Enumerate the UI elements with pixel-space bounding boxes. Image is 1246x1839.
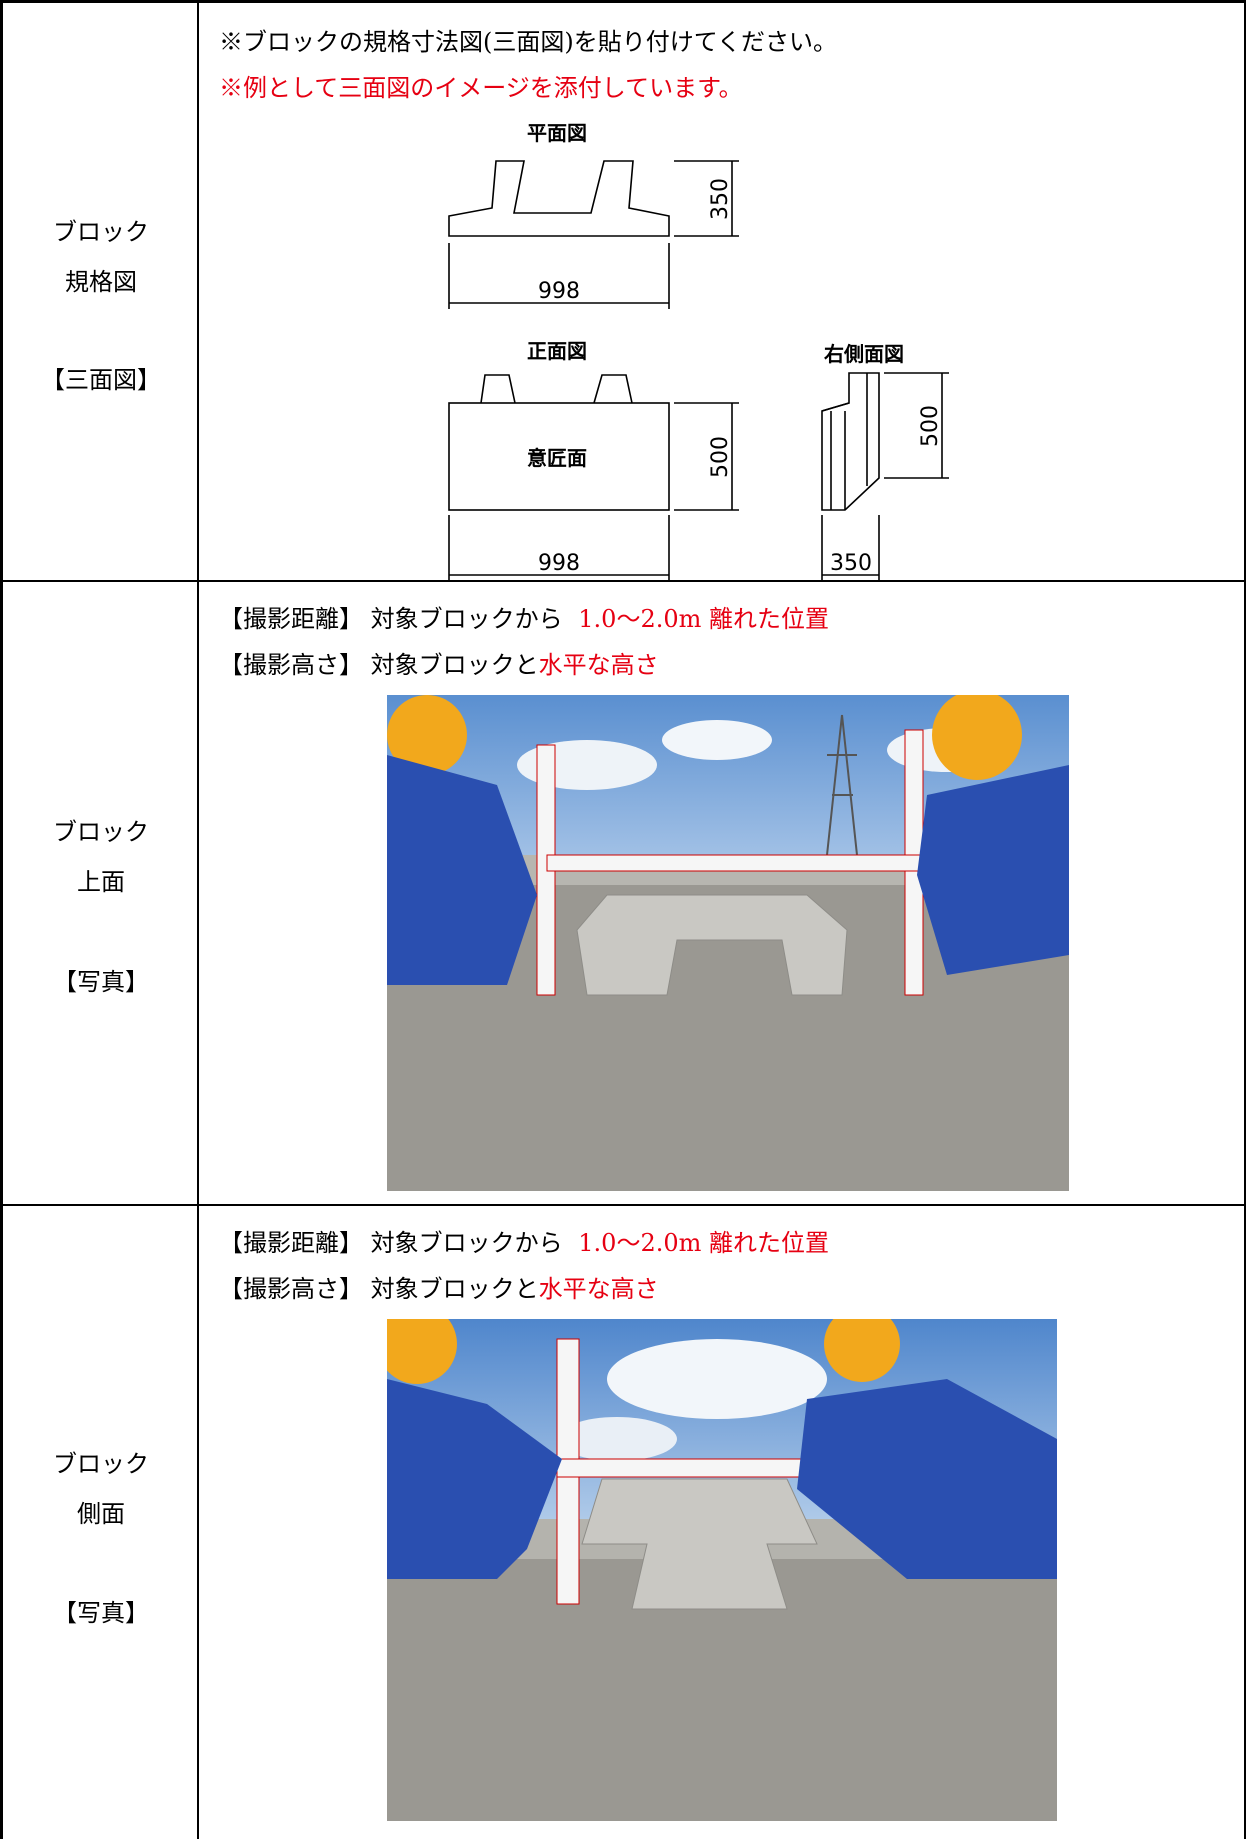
spec-note: ※例として三面図のイメージを添付しています。 xyxy=(219,74,743,102)
side-distance-text: 対象ブロックから xyxy=(370,1229,563,1257)
side-height-line: 【撮影高さ】 対象ブロックと水平な高さ xyxy=(219,1274,659,1304)
top-distance-text: 対象ブロックから xyxy=(370,605,563,633)
top-label-cell: ブロック 上面 【写真】 xyxy=(3,582,199,1204)
side-distance-line: 【撮影距離】 対象ブロックから 1.0〜2.0m 離れた位置 xyxy=(219,1228,829,1258)
top-label-line3: 【写真】 xyxy=(53,968,149,996)
side-height-key: 【撮影高さ】 xyxy=(219,1275,363,1303)
top-distance-key: 【撮影距離】 xyxy=(219,605,363,633)
side-view-photo xyxy=(387,1319,1057,1821)
side-title: 右側面図 xyxy=(824,342,904,366)
side-distance-key: 【撮影距離】 xyxy=(219,1229,363,1257)
spec-label-line3: 【三面図】 xyxy=(41,366,161,394)
top-height-key: 【撮影高さ】 xyxy=(219,651,363,679)
front-title: 正面図 xyxy=(527,339,587,363)
top-view-photo xyxy=(387,695,1069,1191)
side-view-photo-art xyxy=(387,1319,1057,1821)
spec-label-line2: 規格図 xyxy=(65,268,137,296)
top-distance-line: 【撮影距離】 対象ブロックから 1.0〜2.0m 離れた位置 xyxy=(219,604,829,634)
plan-title: 平面図 xyxy=(527,121,587,145)
spec-row: ブロック 規格図 【三面図】 ※ブロックの規格寸法図(三面図)を貼り付けてくださ… xyxy=(0,0,1246,582)
top-content-cell: 【撮影距離】 対象ブロックから 1.0〜2.0m 離れた位置 【撮影高さ】 対象… xyxy=(199,582,1244,1204)
spec-instruction: ※ブロックの規格寸法図(三面図)を貼り付けてください。 xyxy=(219,28,838,56)
top-view-photo-art xyxy=(387,695,1069,1191)
top-height-value: 水平な高さ xyxy=(538,651,659,679)
top-photo-row: ブロック 上面 【写真】 【撮影距離】 対象ブロックから 1.0〜2.0m 離れ… xyxy=(0,582,1246,1206)
front-face-label: 意匠面 xyxy=(527,446,587,470)
side-height-text: 対象ブロックと xyxy=(370,1275,539,1303)
plan-depth-dim: 350 xyxy=(708,178,733,220)
plan-width-dim: 998 xyxy=(538,279,580,304)
top-label-line2: 上面 xyxy=(77,868,125,896)
spec-label-cell: ブロック 規格図 【三面図】 xyxy=(3,3,199,580)
side-height-dim: 500 xyxy=(918,405,943,447)
top-distance-value: 1.0〜2.0m 離れた位置 xyxy=(578,605,830,633)
side-width-dim: 350 xyxy=(830,551,872,576)
side-label-line1: ブロック xyxy=(53,1450,149,1478)
side-label-line3: 【写真】 xyxy=(53,1599,149,1627)
side-label-line2: 側面 xyxy=(77,1500,125,1528)
three-view-drawing: 平面図 正面図 右側面図 意匠面 998 998 350 350 500 500 xyxy=(448,121,949,581)
front-height-dim: 500 xyxy=(708,436,733,478)
top-label-line1: ブロック xyxy=(53,818,149,846)
side-content-cell: 【撮影距離】 対象ブロックから 1.0〜2.0m 離れた位置 【撮影高さ】 対象… xyxy=(199,1206,1244,1839)
front-width-dim: 998 xyxy=(538,551,580,576)
side-distance-value: 1.0〜2.0m 離れた位置 xyxy=(578,1229,830,1257)
side-photo-row: ブロック 側面 【写真】 【撮影距離】 対象ブロックから 1.0〜2.0m 離れ… xyxy=(0,1206,1246,1839)
top-height-line: 【撮影高さ】 対象ブロックと水平な高さ xyxy=(219,650,659,680)
spec-content-cell: ※ブロックの規格寸法図(三面図)を貼り付けてください。 ※例として三面図のイメー… xyxy=(199,3,1244,581)
spec-label-line1: ブロック xyxy=(53,218,149,246)
side-label-cell: ブロック 側面 【写真】 xyxy=(3,1206,199,1839)
top-height-text: 対象ブロックと xyxy=(370,651,539,679)
side-height-value: 水平な高さ xyxy=(538,1275,659,1303)
